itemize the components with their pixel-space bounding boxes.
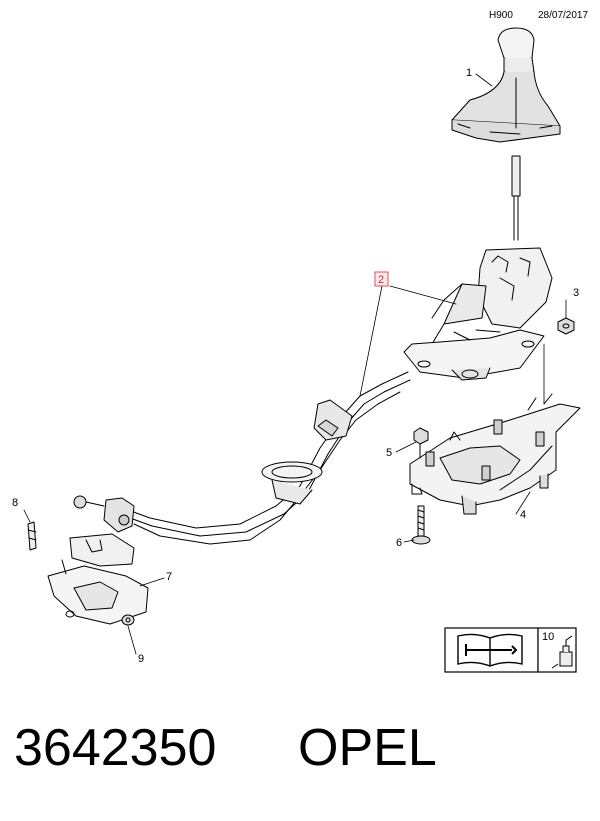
diagram-date: 28/07/2017 xyxy=(538,10,589,21)
leader-lines xyxy=(23,73,567,655)
bolt-6 xyxy=(411,505,431,545)
manual-book-icon xyxy=(457,633,523,667)
callout-10: 10 xyxy=(542,631,554,643)
callout-4: 4 xyxy=(520,509,526,521)
callout-3: 3 xyxy=(573,287,579,299)
shifter-housing xyxy=(403,247,553,381)
callout-1: 1 xyxy=(466,67,472,79)
nut-3 xyxy=(557,317,575,335)
part-number: 3642350 xyxy=(14,719,217,777)
callout-2: 2 xyxy=(378,274,384,286)
washer-9 xyxy=(121,614,135,626)
transmission-bracket xyxy=(47,533,149,625)
bolt-8 xyxy=(27,521,37,551)
brand-name: OPEL xyxy=(298,719,437,777)
wrench-icon xyxy=(465,644,518,656)
exploded-parts-diagram: 1 2 3 4 5 6 7 8 9 10 xyxy=(12,27,581,673)
base-bracket xyxy=(409,393,581,515)
callout-8: 8 xyxy=(12,497,18,509)
callout-6: 6 xyxy=(396,537,402,549)
callout-2-box xyxy=(374,271,389,287)
service-info-box: 10 xyxy=(444,627,577,673)
oil-bottle-icon xyxy=(551,635,573,669)
callout-labels: 1 2 3 4 5 6 7 8 9 xyxy=(12,67,579,665)
callout-7: 7 xyxy=(166,571,172,583)
callout-9: 9 xyxy=(138,653,144,665)
callout-5: 5 xyxy=(386,447,392,459)
shift-knob-boot xyxy=(451,27,561,241)
diagram-code: H900 xyxy=(489,10,513,21)
shift-cable-assembly xyxy=(73,371,411,545)
stud-5 xyxy=(413,427,429,459)
